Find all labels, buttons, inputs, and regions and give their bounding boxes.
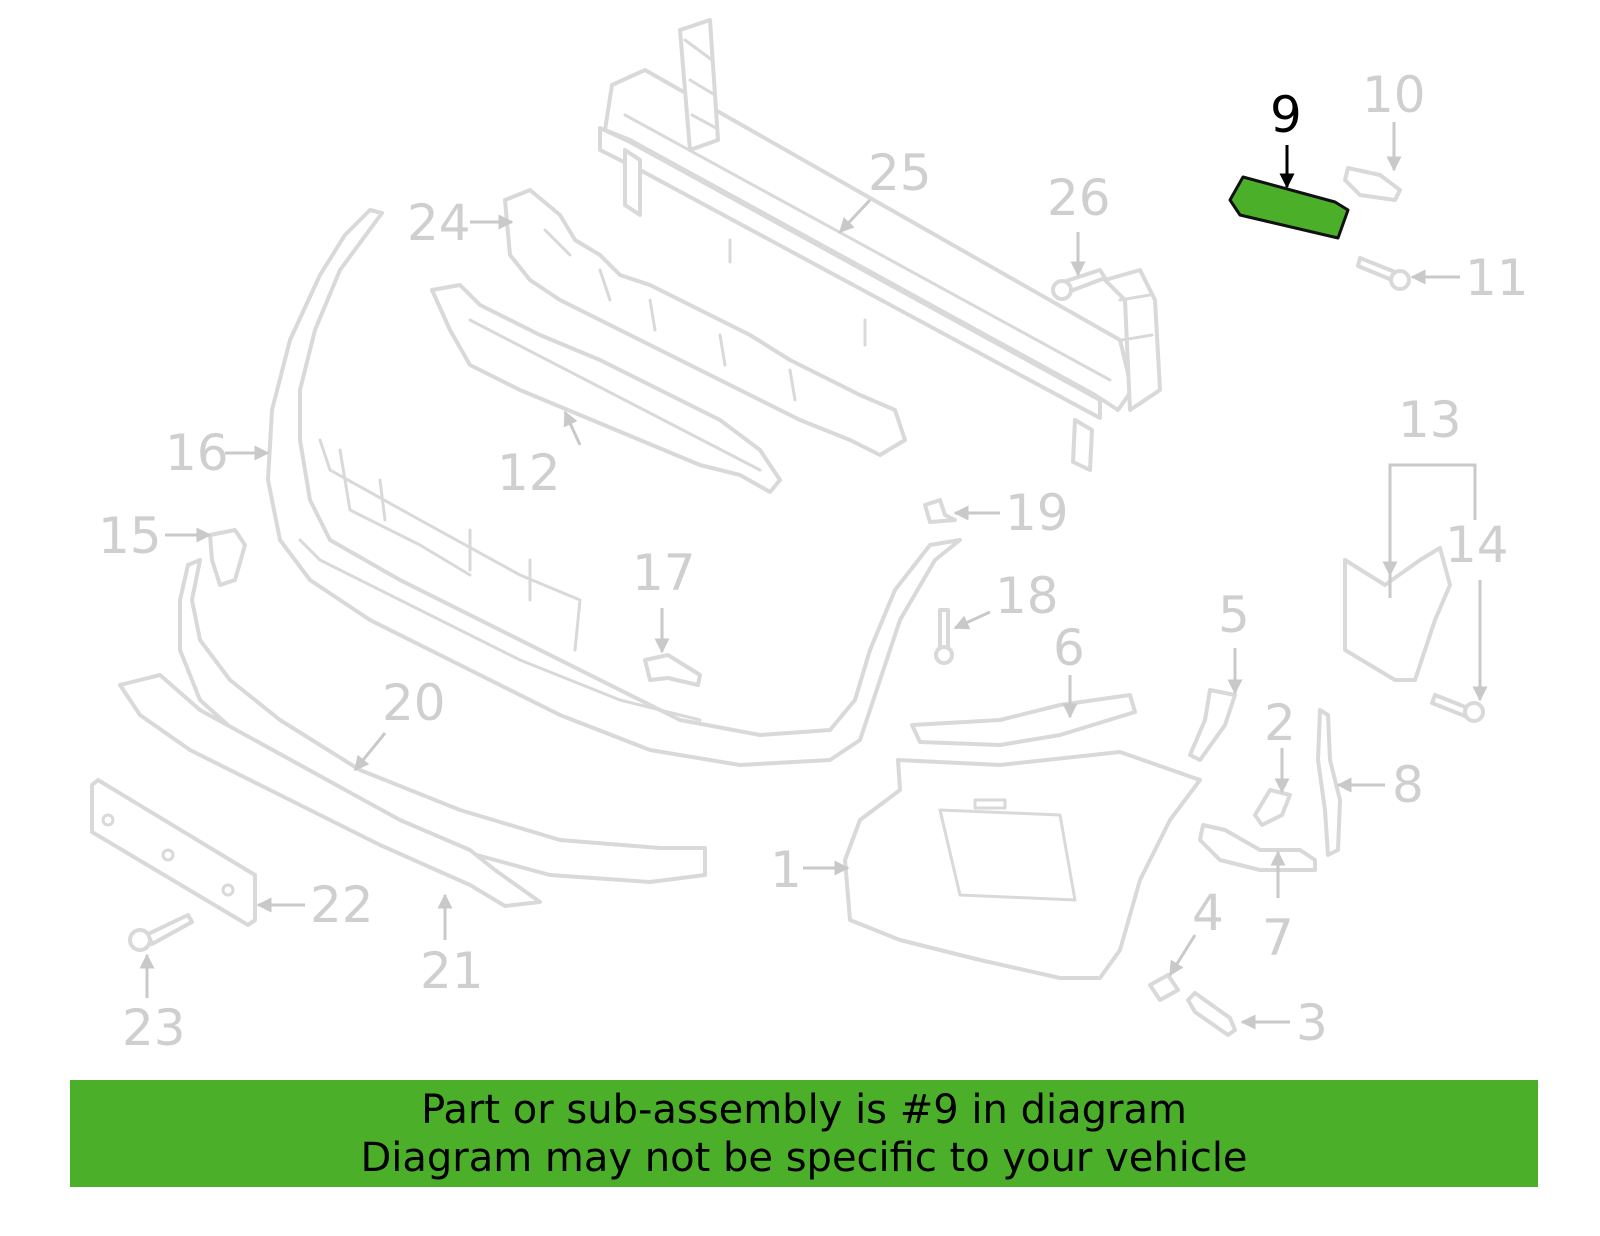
callout-13: 13 [1398,391,1462,449]
part-21-lower-valance [118,673,542,908]
part-5-clip [1188,688,1237,762]
callout-6: 6 [1053,619,1085,677]
part-18-stud [934,608,954,665]
callout-1: 1 [770,841,802,899]
part-15-clip [208,528,247,587]
callout-22: 22 [310,876,374,934]
callout-5: 5 [1218,586,1250,644]
callout-2: 2 [1264,694,1296,752]
callout-24: 24 [407,194,471,252]
part-4-pad [1148,973,1180,1002]
callout-labels: 1 2 3 4 5 6 7 8 9 10 11 12 13 14 15 16 1… [98,66,1529,1057]
callout-3: 3 [1296,994,1328,1052]
part-6-trim-strip [910,693,1137,747]
callout-17: 17 [632,544,696,602]
callout-19: 19 [1005,484,1069,542]
callout-16: 16 [165,424,229,482]
part-3-bolt [1186,991,1237,1037]
callout-18: 18 [995,567,1059,625]
part-13-splash-shield [1343,546,1452,682]
part-10-bolt [1343,166,1402,202]
part-24-energy-absorber [503,188,907,457]
part-8-side-retainer [1316,708,1342,857]
banner-line-1: Part or sub-assembly is #9 in diagram [421,1086,1187,1133]
callout-26: 26 [1047,169,1111,227]
part-2-bracket [1253,788,1292,827]
part-17-bracket [643,653,702,687]
callout-9: 9 [1270,86,1302,144]
callout-10: 10 [1362,66,1426,124]
callout-11: 11 [1465,249,1529,307]
part-1-lower-cover [843,750,1202,980]
info-banner: Part or sub-assembly is #9 in diagram Di… [70,1080,1538,1187]
part-12-grille-strip [430,283,782,494]
leader-lines [139,122,1488,1030]
part-19-clip [923,498,957,524]
part-7-side-bracket [1198,823,1317,872]
banner-line-2: Diagram may not be specific to your vehi… [360,1134,1248,1181]
callout-12: 12 [497,444,561,502]
part-25-reinforcement-beam [598,18,1162,472]
callout-21: 21 [420,942,484,1000]
part-11-screw [1356,256,1411,291]
callout-8: 8 [1392,756,1424,814]
callout-20: 20 [382,674,446,732]
callout-7: 7 [1262,909,1294,967]
callout-23: 23 [122,999,186,1057]
part-9-highlighted-bracket [1228,175,1350,240]
callout-15: 15 [98,507,162,565]
callout-4: 4 [1192,884,1224,942]
part-22-license-bracket [90,778,257,927]
part-14-screw [1430,693,1485,723]
part-23-screw [128,913,194,952]
part-26-bolt [1051,268,1107,301]
callout-14: 14 [1445,516,1509,574]
callout-25: 25 [868,144,932,202]
part-20-lower-strip [178,558,707,884]
part-16-bumper-cover [266,208,962,767]
